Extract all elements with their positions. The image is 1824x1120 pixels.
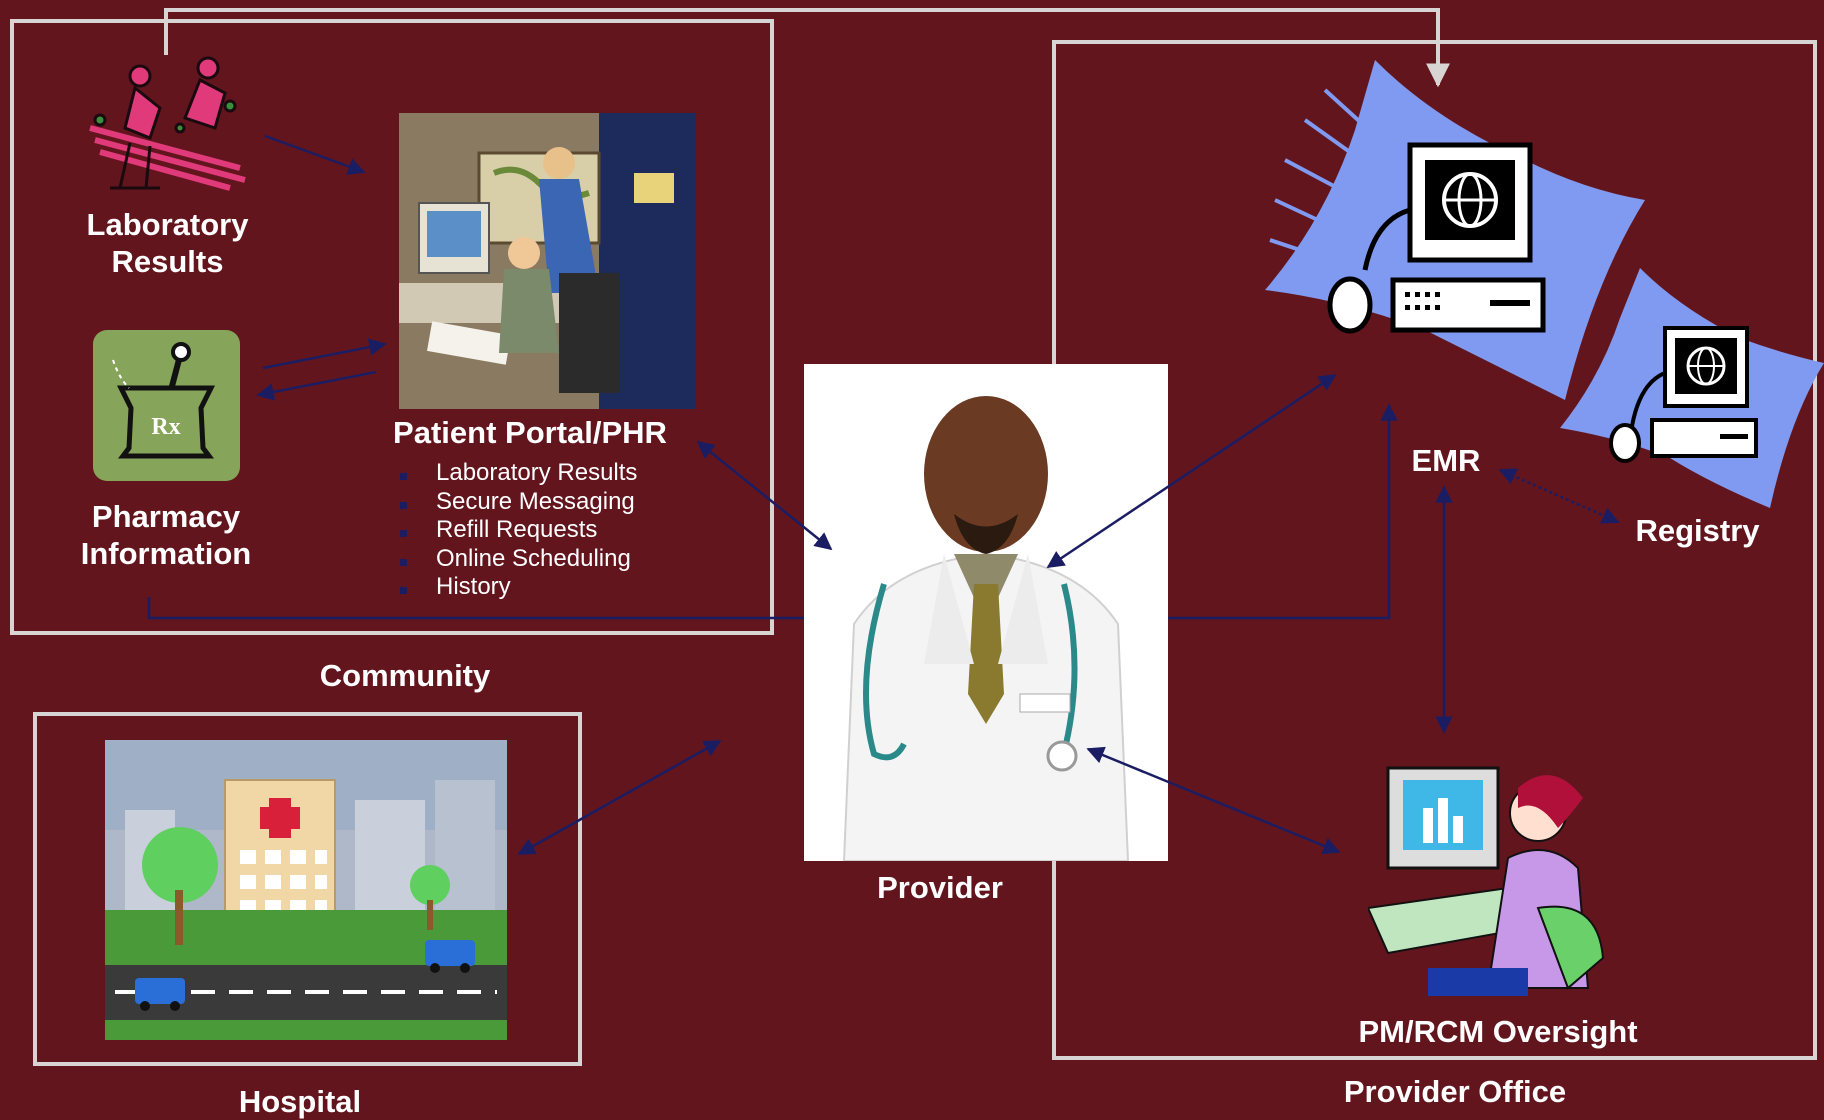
provider-to-emr-connector xyxy=(1168,403,1398,620)
pharmacy-information-label: Pharmacy Information xyxy=(80,499,252,572)
patient-portal-title: Patient Portal/PHR xyxy=(393,415,667,450)
list-item: History xyxy=(390,573,690,602)
list-item: Refill Requests xyxy=(390,516,690,545)
provider-emr-arrow xyxy=(1046,373,1337,569)
community-frame xyxy=(10,19,774,635)
provider-label: Provider xyxy=(877,870,1003,905)
office-worker-computer-icon xyxy=(1368,766,1605,996)
laboratory-results-label: Laboratory Results xyxy=(86,207,249,280)
pm-rcm-oversight-label: PM/RCM Oversight xyxy=(1358,1014,1638,1049)
pharmacy-to-provider-line xyxy=(147,597,804,620)
hospital-label: Hospital xyxy=(238,1084,362,1119)
mortar-pestle-icon: Rx xyxy=(93,330,240,481)
patient-portal-photo xyxy=(399,113,696,409)
list-item: Secure Messaging xyxy=(390,488,690,517)
pharmacy-to-portal-arrow xyxy=(262,338,387,370)
community-label: Community xyxy=(319,658,491,693)
provider-pmrcm-arrow xyxy=(1086,746,1341,855)
lab-to-portal-arrow xyxy=(264,134,366,175)
lab-technicians-icon xyxy=(89,56,246,191)
portal-to-pharmacy-arrow xyxy=(256,370,377,401)
computer-globe-icon xyxy=(1560,268,1824,508)
hospital-provider-arrow xyxy=(517,739,722,856)
registry-label: Registry xyxy=(1635,513,1760,548)
portal-features-list: Laboratory Results Secure Messaging Refi… xyxy=(390,459,690,602)
hospital-frame xyxy=(33,712,582,1066)
hospital-illustration xyxy=(105,740,507,1040)
portal-provider-arrow xyxy=(696,440,833,551)
emr-registry-arrow xyxy=(1498,468,1620,524)
provider-office-label: Provider Office xyxy=(1343,1074,1567,1109)
list-item: Online Scheduling xyxy=(390,545,690,574)
emr-label: EMR xyxy=(1411,443,1481,478)
rx-symbol: Rx xyxy=(151,414,180,440)
computer-globe-icon xyxy=(1265,60,1645,400)
lab-to-emr-connector xyxy=(164,8,1450,88)
list-item: Laboratory Results xyxy=(390,459,690,488)
